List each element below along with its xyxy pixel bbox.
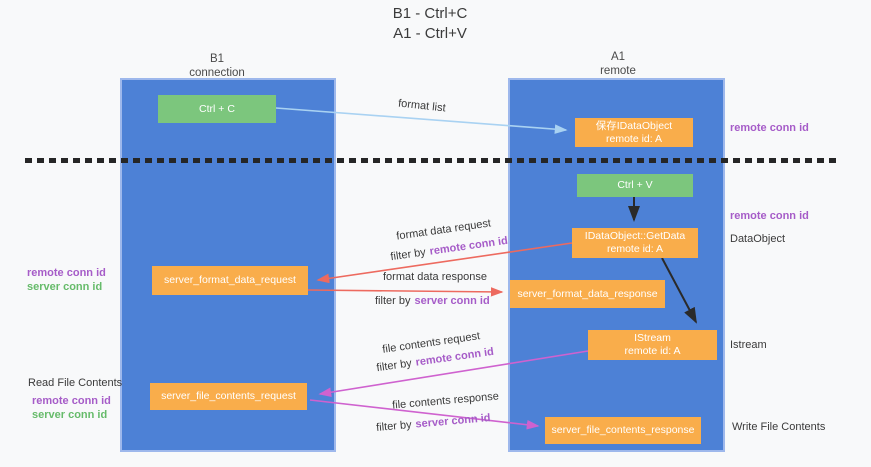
lane-b1-subtitle: connection bbox=[189, 67, 245, 79]
label-left-server-conn-id-top: server conn id bbox=[27, 281, 103, 293]
node-getdata-line1: IDataObject::GetData bbox=[584, 230, 686, 242]
node-server-file-contents-request: server_file_contents_request bbox=[150, 383, 307, 410]
node-server-format-data-response: server_format_data_response bbox=[510, 280, 665, 308]
node-save-idataobject-line1: 保存IDataObject bbox=[595, 119, 673, 132]
node-ctrl-c-label: Ctrl + C bbox=[199, 102, 235, 115]
node-server-file-contents-response-label: server_file_contents_response bbox=[551, 424, 695, 436]
label-file-contents-response: file contents response bbox=[391, 390, 500, 412]
diagram-title: B1 - Ctrl+C A1 - Ctrl+V bbox=[300, 4, 560, 44]
node-ctrl-v: Ctrl + V bbox=[577, 174, 693, 197]
label-right-remote-conn-id-mid: remote conn id bbox=[730, 210, 809, 222]
lane-a1-subtitle: remote bbox=[600, 65, 636, 77]
filter-by-text: filter by bbox=[375, 295, 411, 307]
node-getdata-line2: remote id: A bbox=[606, 243, 664, 255]
label-right-remote-conn-id-top: remote conn id bbox=[730, 122, 809, 134]
node-save-idataobject: 保存IDataObject remote id: A bbox=[575, 118, 693, 147]
label-filter-by-server-1: filter by server conn id bbox=[375, 295, 490, 307]
label-write-file-contents: Write File Contents bbox=[732, 421, 826, 433]
format-data-response-arrow bbox=[307, 287, 504, 297]
label-dataobject: DataObject bbox=[730, 233, 786, 245]
title-line-2: A1 - Ctrl+V bbox=[393, 25, 467, 42]
node-ctrl-v-label: Ctrl + V bbox=[617, 179, 653, 191]
node-istream: IStream remote id: A bbox=[588, 330, 717, 360]
node-server-format-data-response-label: server_format_data_response bbox=[517, 287, 658, 300]
session-divider-dashed-line bbox=[25, 158, 837, 163]
server-conn-id-text: server conn id bbox=[414, 295, 490, 307]
node-server-format-data-request-label: server_format_data_request bbox=[164, 274, 296, 286]
label-left-remote-conn-id-top: remote conn id bbox=[27, 267, 106, 279]
label-read-file-contents: Read File Contents bbox=[28, 377, 123, 389]
title-line-1: B1 - Ctrl+C bbox=[392, 5, 468, 22]
node-ctrl-c: Ctrl + C bbox=[158, 95, 276, 123]
label-filter-by-server-2: filter by server conn id bbox=[376, 412, 491, 434]
node-idataobject-getdata: IDataObject::GetData remote id: A bbox=[572, 228, 698, 258]
filter-by-text: filter by bbox=[375, 418, 413, 434]
node-server-file-contents-response: server_file_contents_response bbox=[545, 417, 701, 444]
label-istream: Istream bbox=[730, 339, 767, 351]
label-format-list: format list bbox=[397, 97, 447, 115]
lane-header-a1: A1 remote bbox=[558, 50, 678, 78]
lane-header-b1: B1 connection bbox=[157, 52, 277, 80]
filter-by-text: filter by bbox=[389, 246, 427, 264]
label-left-remote-conn-id-bottom: remote conn id bbox=[32, 395, 111, 407]
node-istream-line2: remote id: A bbox=[624, 345, 681, 357]
server-conn-id-text: server conn id bbox=[415, 412, 491, 431]
node-save-idataobject-line2: remote id: A bbox=[605, 132, 663, 145]
remote-conn-id-text: remote conn id bbox=[428, 234, 509, 258]
label-format-data-response: format data response bbox=[383, 271, 487, 283]
node-istream-line1: IStream bbox=[634, 332, 671, 344]
lane-a1-title: A1 bbox=[610, 51, 626, 63]
filter-by-text: filter by bbox=[375, 357, 413, 375]
node-server-format-data-request: server_format_data_request bbox=[152, 266, 308, 295]
node-server-file-contents-request-label: server_file_contents_request bbox=[161, 390, 296, 402]
label-left-server-conn-id-bottom: server conn id bbox=[32, 409, 108, 421]
lane-b1-title: B1 bbox=[209, 53, 225, 65]
